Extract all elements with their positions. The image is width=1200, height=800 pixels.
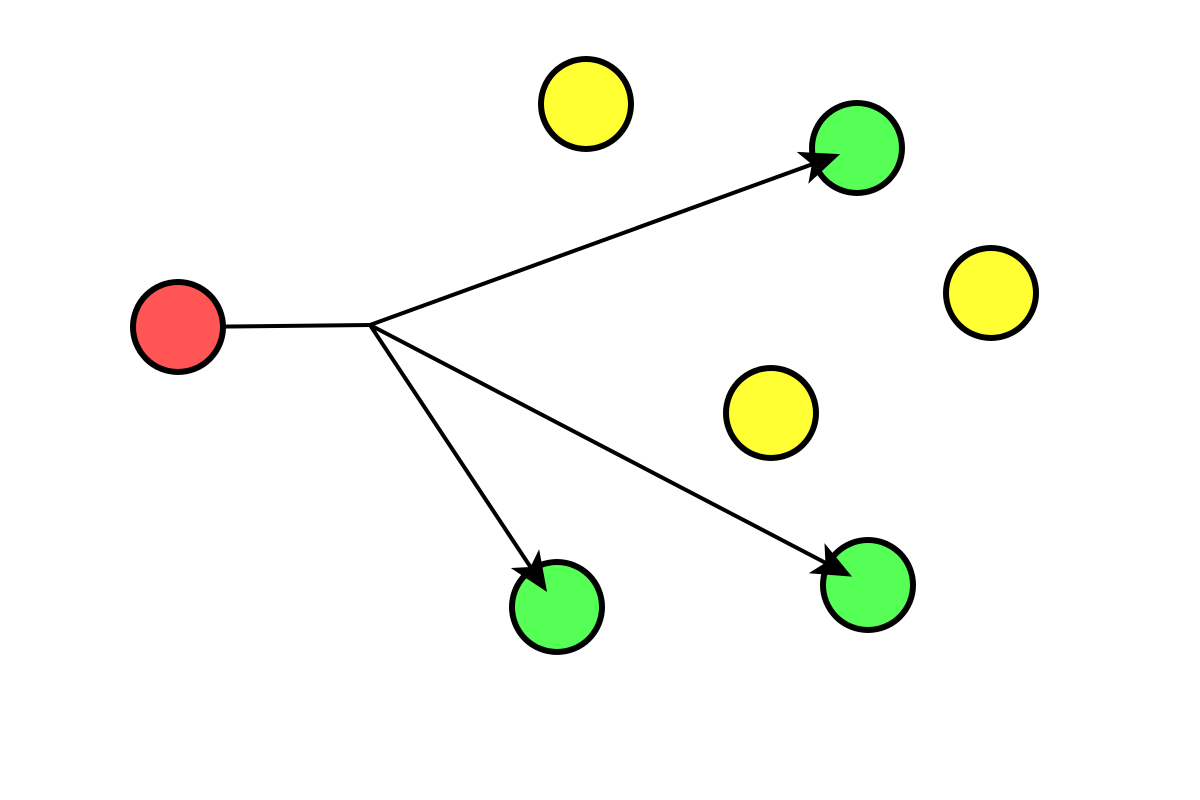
node-green-top-right [809,100,905,196]
nodes-layer [130,56,1039,655]
node-green-bottom-right [820,537,916,633]
node-yellow-top [538,56,634,152]
arrowheads-overlay [510,151,853,592]
arrowhead-green-bottom-right [808,543,853,577]
node-source [130,279,226,375]
arrowhead-green-bottom-left [510,549,548,592]
node-green-bottom-left [509,559,605,655]
arrowhead-green-top-right [796,151,841,184]
node-yellow-middle [723,365,819,461]
edge-junction-to-green-top-right [369,160,818,327]
edges-layer [177,160,831,573]
edge-junction-to-green-bottom-left [368,323,535,573]
node-yellow-right [943,245,1039,341]
edge-junction-to-green-bottom-right [369,323,831,567]
